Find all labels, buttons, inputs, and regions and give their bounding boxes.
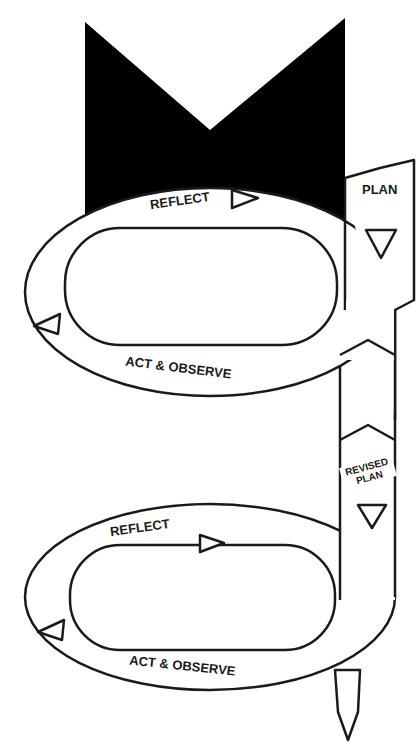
direction-arrow (38, 620, 64, 640)
direction-arrow (200, 535, 224, 552)
direction-arrow (34, 314, 60, 334)
upper-loop-hole (65, 228, 337, 345)
upper-loop (25, 188, 395, 396)
connecting-band (340, 290, 395, 600)
direction-arrow (358, 505, 386, 528)
direction-arrow (232, 190, 258, 208)
spiral-tail (335, 670, 360, 740)
band-joint (340, 340, 395, 355)
band-joint (340, 425, 395, 440)
direction-arrow (366, 230, 396, 258)
plan-ribbon (345, 160, 414, 420)
spiral-stage-label: PLAN (360, 183, 399, 197)
lower-loop-hole (70, 545, 335, 650)
